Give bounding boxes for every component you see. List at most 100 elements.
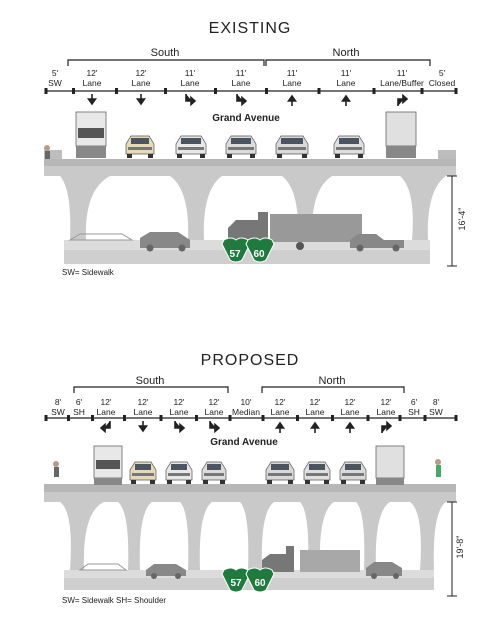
proposed-lane-label-6: 10'Median (224, 397, 268, 417)
existing-lane-name-6: Lane (336, 77, 356, 88)
existing-lane-arrow-5 (286, 94, 298, 106)
existing-lane-width-7: 11' (396, 68, 408, 78)
proposed-lane-name-5: Lane (204, 406, 224, 417)
proposed-lane-arrow-8 (309, 421, 321, 433)
pr-cars-car-3 (265, 461, 295, 484)
proposed-lane-label-5: 12'Lane (192, 397, 236, 417)
proposed-route-shields: 57 60 (221, 567, 275, 593)
proposed-lane-name-0: SW (51, 406, 65, 417)
proposed-lane-width-2: 12' (100, 397, 112, 407)
proposed-lane-width-11: 6' (410, 397, 418, 407)
proposed-tick-0 (44, 415, 48, 421)
proposed-lane-name-9: Lane (340, 406, 360, 417)
proposed-cross-section: 57 60 (44, 386, 458, 597)
proposed-tick-12 (423, 415, 427, 421)
proposed-lane-name-7: Lane (270, 406, 290, 417)
existing-lane-name-3: Lane (180, 77, 200, 88)
existing-tick-6 (317, 88, 321, 94)
existing-lane-width-1: 12' (86, 68, 98, 78)
proposed-lane-label-7: 12'Lane (258, 397, 302, 417)
existing-lane-label-0: 5'SW (33, 68, 77, 88)
proposed-tick-8 (296, 415, 299, 421)
existing-lane-width-3: 11' (184, 68, 196, 78)
existing-tick-9 (454, 88, 458, 94)
existing-tick-3 (164, 88, 167, 94)
proposed-lane-name-1: SH (73, 406, 85, 417)
proposed-tick-11 (398, 415, 402, 421)
existing-lane-width-4: 11' (235, 68, 247, 78)
existing-tick-7 (372, 88, 376, 94)
proposed-tick-3 (123, 415, 126, 421)
proposed-lane-width-6: 10' (240, 397, 252, 407)
ex-cars-car-3 (275, 135, 309, 158)
existing-lane-name-4: Lane (231, 77, 251, 88)
proposed-lane-arrow-7 (274, 421, 286, 433)
proposed-north-label: North (318, 375, 346, 387)
ex-cars-car-2 (225, 135, 257, 158)
proposed-legend: SW= Sidewalk SH= Shoulder (62, 596, 167, 605)
existing-lane-width-6: 11' (340, 68, 352, 78)
existing-section: EXISTING South North (0, 0, 500, 300)
proposed-lane-arrow-10 (381, 420, 393, 433)
proposed-tick-5 (195, 415, 198, 421)
existing-route-shields: 57 60 (221, 237, 275, 263)
proposed-lane-width-8: 12' (309, 397, 321, 407)
pr-cars-car-0 (129, 461, 157, 484)
proposed-lane-name-3: Lane (133, 406, 153, 417)
proposed-lane-label-0: 8'SW (36, 397, 80, 417)
proposed-ground-vehicles (78, 546, 402, 579)
proposed-lane-arrow-9 (344, 421, 356, 433)
proposed-lane-name-10: Lane (376, 406, 396, 417)
proposed-lane-width-7: 12' (274, 397, 286, 407)
proposed-tick-2 (91, 415, 94, 421)
proposed-deck-vehicles (53, 445, 441, 485)
existing-tick-1 (72, 88, 75, 94)
proposed-lane-name-6: Median (232, 406, 260, 417)
existing-legend: SW= Sidewalk (62, 268, 114, 277)
proposed-lane-name-4: Lane (169, 406, 189, 417)
proposed-lane-label-10: 12'Lane (364, 397, 408, 417)
proposed-lane-width-1: 6' (75, 397, 83, 407)
existing-tick-4 (214, 88, 217, 94)
proposed-lane-label-4: 12'Lane (157, 397, 201, 417)
existing-south-label: South (150, 47, 180, 59)
existing-lane-label-8: 5'Closed (420, 68, 464, 88)
existing-lane-arrow-6 (340, 94, 352, 106)
proposed-lane-label-1: 6'SH (57, 397, 101, 417)
proposed-clearance-dimension (447, 501, 457, 597)
proposed-lane-label-3: 12'Lane (121, 397, 165, 417)
ex-cars-car-0 (125, 135, 155, 158)
existing-lane-name-7: Lane/Buffer (380, 77, 424, 88)
proposed-tick-6 (228, 415, 232, 421)
existing-lane-arrow-7 (397, 93, 409, 106)
ex-cars-car-4 (333, 135, 365, 158)
existing-deck-vehicles (44, 111, 417, 159)
proposed-tick-10 (366, 415, 370, 421)
existing-lane-width-8: 5' (438, 68, 446, 78)
existing-tick-0 (44, 88, 48, 94)
proposed-tick-7 (261, 415, 265, 421)
existing-lane-label-1: 12'Lane (70, 68, 114, 88)
pr-cars-car-1 (165, 461, 193, 484)
proposed-clearance-label: 19'-8" (455, 535, 465, 559)
proposed-lane-name-12: SW (429, 406, 443, 417)
existing-lane-name-1: Lane (82, 77, 102, 88)
proposed-lane-label-2: 12'Lane (84, 397, 128, 417)
proposed-shield-60: 60 (254, 578, 266, 589)
proposed-lane-width-12: 8' (432, 397, 440, 407)
existing-lane-width-5: 11' (286, 68, 298, 78)
proposed-lane-arrow-4 (174, 421, 186, 434)
existing-lane-label-3: 11'Lane (168, 68, 212, 88)
proposed-shield-57: 57 (230, 578, 242, 589)
proposed-lane-name-11: SH (408, 406, 420, 417)
proposed-section: PROPOSED South North (0, 340, 500, 634)
existing-tick-8 (420, 88, 424, 94)
existing-tick-2 (115, 88, 118, 94)
existing-tick-5 (265, 88, 268, 94)
existing-title: EXISTING (208, 20, 292, 37)
existing-lane-label-7: 11'Lane/Buffer (380, 68, 424, 88)
existing-clearance-dimension (447, 175, 457, 267)
proposed-tick-4 (159, 415, 163, 421)
proposed-lane-width-5: 12' (208, 397, 220, 407)
existing-lane-arrow-1 (86, 94, 98, 106)
